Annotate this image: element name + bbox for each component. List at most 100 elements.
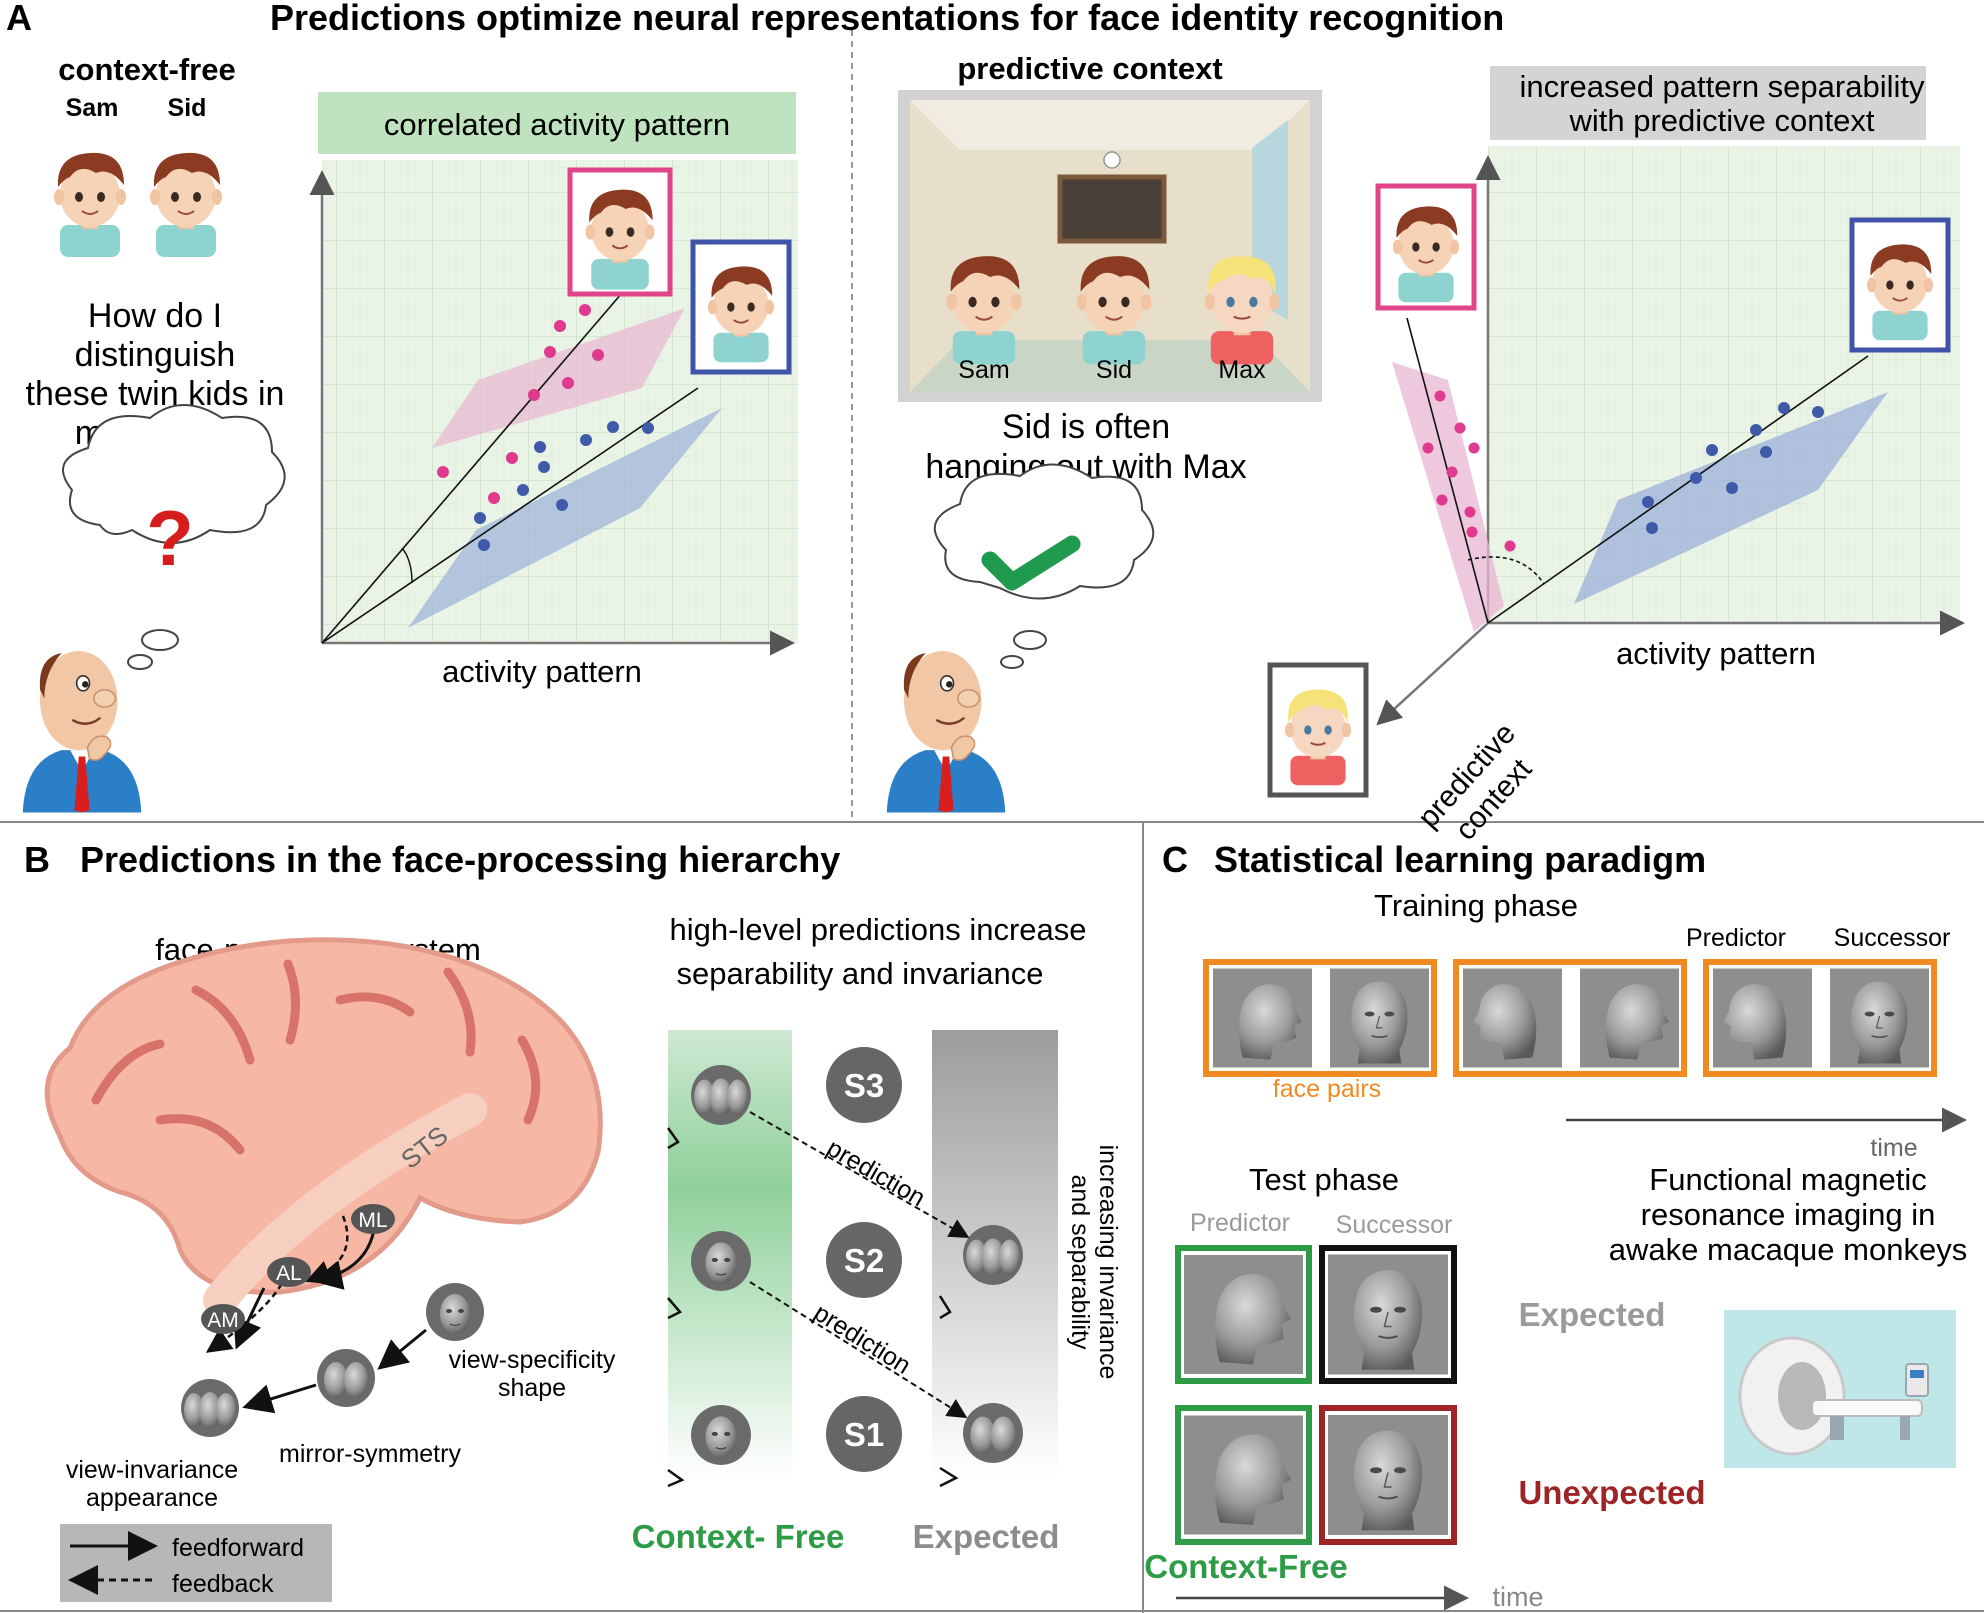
correlated-banner-label: correlated activity pattern [384, 107, 730, 142]
test-successor-label: Successor [1336, 1211, 1453, 1239]
sam-avatar [52, 151, 128, 259]
statement-line-1: Sid is often [1002, 408, 1170, 446]
panel-b: B Predictions in the face-processing hie… [24, 839, 1122, 1602]
thinking-man-left [21, 649, 143, 814]
bubble-dot [1013, 630, 1047, 650]
name-sam: Sam [66, 94, 119, 122]
test-expected-predictor-face [1184, 1255, 1303, 1374]
hierarchy-title-line-1: high-level predictions increase [669, 912, 1086, 947]
node-am [201, 1304, 245, 1334]
cf-face-s3 [691, 1065, 751, 1125]
pair1-predictor-face [1213, 968, 1312, 1068]
node-al-label: AL [276, 1262, 302, 1285]
right-x-label: activity pattern [1616, 636, 1816, 671]
sid-photo [584, 188, 656, 291]
training-phase-label: Training phase [1374, 888, 1578, 923]
pink-cluster-plane [432, 308, 685, 448]
panel-c-letter: C [1162, 839, 1188, 880]
hierarchy-arrow [377, 1328, 427, 1370]
label-appearance: appearance [86, 1484, 218, 1512]
training-successor-label: Successor [1834, 924, 1951, 952]
face-stimulus-mirror [317, 1349, 375, 1407]
test-time-label: time [1492, 1582, 1543, 1612]
pair3-predictor-face [1713, 968, 1812, 1068]
left-x-label: activity pattern [442, 654, 642, 689]
fmri-line-3: awake macaque monkeys [1609, 1232, 1967, 1267]
face-stimulus-view-specific [425, 1282, 485, 1342]
sam-photo [706, 265, 776, 364]
sid-scene-avatar [1075, 254, 1153, 366]
scene-label-sid: Sid [1096, 356, 1132, 384]
checkmark-icon [981, 535, 1081, 591]
prediction-arrow-lower [749, 1281, 968, 1419]
question-line-1: How do I [88, 297, 222, 335]
feedforward-arrow [312, 1229, 376, 1290]
thought-bubble-right [933, 463, 1155, 600]
face-stimulus-invariant [181, 1379, 239, 1437]
name-sid: Sid [168, 94, 207, 122]
pair2-predictor-face [1463, 968, 1562, 1068]
stage-s1-label: S1 [844, 1416, 884, 1453]
test-phase-label: Test phase [1249, 1162, 1399, 1197]
node-ml-label: ML [358, 1209, 387, 1232]
test-expected-successor-face [1328, 1254, 1448, 1375]
angle-arc-right [1467, 556, 1545, 585]
prediction-label-upper: prediction [822, 1134, 930, 1212]
unexpected-condition-label: Unexpected [1518, 1474, 1705, 1511]
fmri-line-1: Functional magnetic [1649, 1162, 1926, 1197]
training-predictor-label: Predictor [1686, 924, 1786, 952]
panel-a-title: Predictions optimize neural representati… [270, 0, 1504, 38]
cf-face-s2 [690, 1230, 752, 1292]
panel-a-letter: A [6, 0, 32, 38]
sts-band [203, 1093, 487, 1317]
pair3-successor-face [1830, 968, 1929, 1068]
context-free-label: Context- Free [632, 1518, 845, 1555]
hierarchy-title-line-2: separability and invariance [676, 956, 1043, 991]
label-view-invariance: view-invariance [66, 1456, 238, 1484]
blue-vector [321, 387, 699, 644]
bubble-dot [141, 629, 179, 651]
brain-outline [44, 937, 603, 1295]
side-label-line-1: increasing invariance [1094, 1145, 1122, 1380]
max-photo [1283, 688, 1353, 787]
panel-c: C Statistical learning paradigm Training… [1144, 839, 1967, 1612]
angle-arc [401, 547, 413, 584]
test-context-free-label: Context-Free [1144, 1548, 1348, 1585]
bubble-dot [1000, 655, 1024, 669]
blackboard [1057, 174, 1167, 244]
panel-a: A Predictions optimize neural representa… [6, 0, 1965, 847]
legend-feedback-label: feedback [172, 1570, 274, 1598]
question-line-3: these twin kids in [26, 375, 285, 413]
feedback-arrow [205, 1274, 288, 1353]
stage-s2 [826, 1222, 902, 1298]
sid-avatar [148, 151, 224, 259]
feedforward-arrow [233, 1287, 266, 1350]
cf-face-s1 [690, 1404, 752, 1466]
face-pairs-label: face pairs [1273, 1075, 1381, 1103]
separability-banner-line-1: increased pattern separability [1520, 69, 1925, 104]
question-mark-icon: ? [146, 494, 194, 582]
test-unexpected-predictor-face [1184, 1415, 1303, 1535]
question-line-2: distinguish [75, 336, 236, 374]
blue-cluster-plane-right [1574, 392, 1888, 604]
label-view-specificity: view-specificity [449, 1346, 616, 1374]
pair1-successor-face [1330, 968, 1429, 1068]
fmri-line-2: resonance imaging in [1641, 1197, 1936, 1232]
stage-s2-label: S2 [844, 1242, 884, 1279]
arrow-legend [60, 1524, 332, 1602]
separability-banner [1490, 66, 1926, 140]
scene-label-sam: Sam [958, 356, 1009, 384]
context-free-heading: context-free [58, 52, 235, 87]
pink-cluster-plane-right [1392, 362, 1504, 632]
sam-scene-avatar [945, 254, 1023, 366]
legend-feedforward-label: feedforward [172, 1534, 304, 1562]
stage-s3 [826, 1047, 902, 1123]
max-scene-avatar [1203, 254, 1281, 366]
sam-photo-right [1865, 243, 1935, 342]
wall-clock-icon [1103, 151, 1121, 169]
hierarchy-arrow [242, 1383, 317, 1414]
panel-b-letter: B [24, 839, 50, 880]
thought-bubble-left [62, 404, 286, 544]
blue-vector-right [1487, 355, 1869, 624]
